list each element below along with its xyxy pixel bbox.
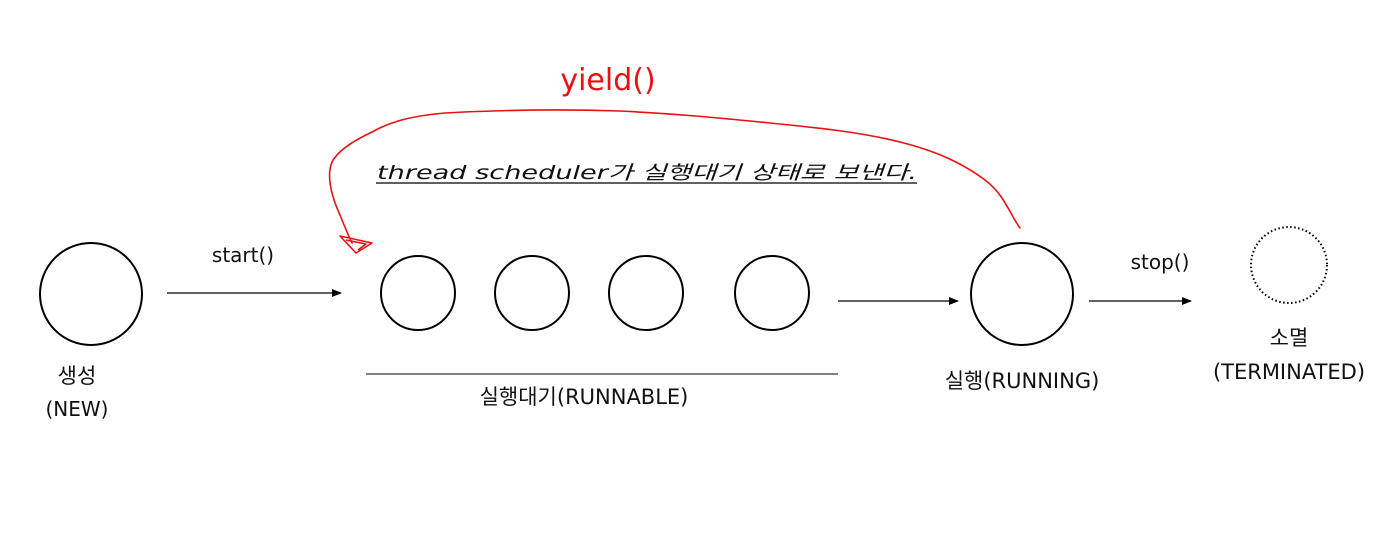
- runnable-thread-circle: [608, 255, 684, 331]
- yield-transition-label: yield(): [560, 63, 655, 98]
- runnable-thread-circle: [494, 255, 570, 331]
- runnable-thread-circle: [380, 255, 456, 331]
- running-state-label: 실행(RUNNING): [945, 369, 1100, 393]
- runnable-thread-circle: [734, 255, 810, 331]
- running-state-circle: [970, 242, 1074, 346]
- terminated-state-name: 소멸: [1270, 326, 1309, 350]
- terminated-state-code: (TERMINATED): [1213, 360, 1365, 384]
- terminated-state-circle: [1250, 226, 1328, 304]
- stop-transition-label: stop(): [1131, 250, 1190, 274]
- new-state-name: 생성: [58, 364, 97, 388]
- new-state-circle: [39, 242, 143, 346]
- yield-curve: [328, 109, 1021, 244]
- new-state-code: (NEW): [46, 397, 109, 421]
- yield-arrowhead: [339, 235, 373, 254]
- start-transition-label: start(): [212, 243, 274, 267]
- runnable-state-label: 실행대기(RUNNABLE): [480, 385, 689, 409]
- scheduler-note: thread scheduler가 실행대기 상태로 보낸다.: [377, 162, 917, 184]
